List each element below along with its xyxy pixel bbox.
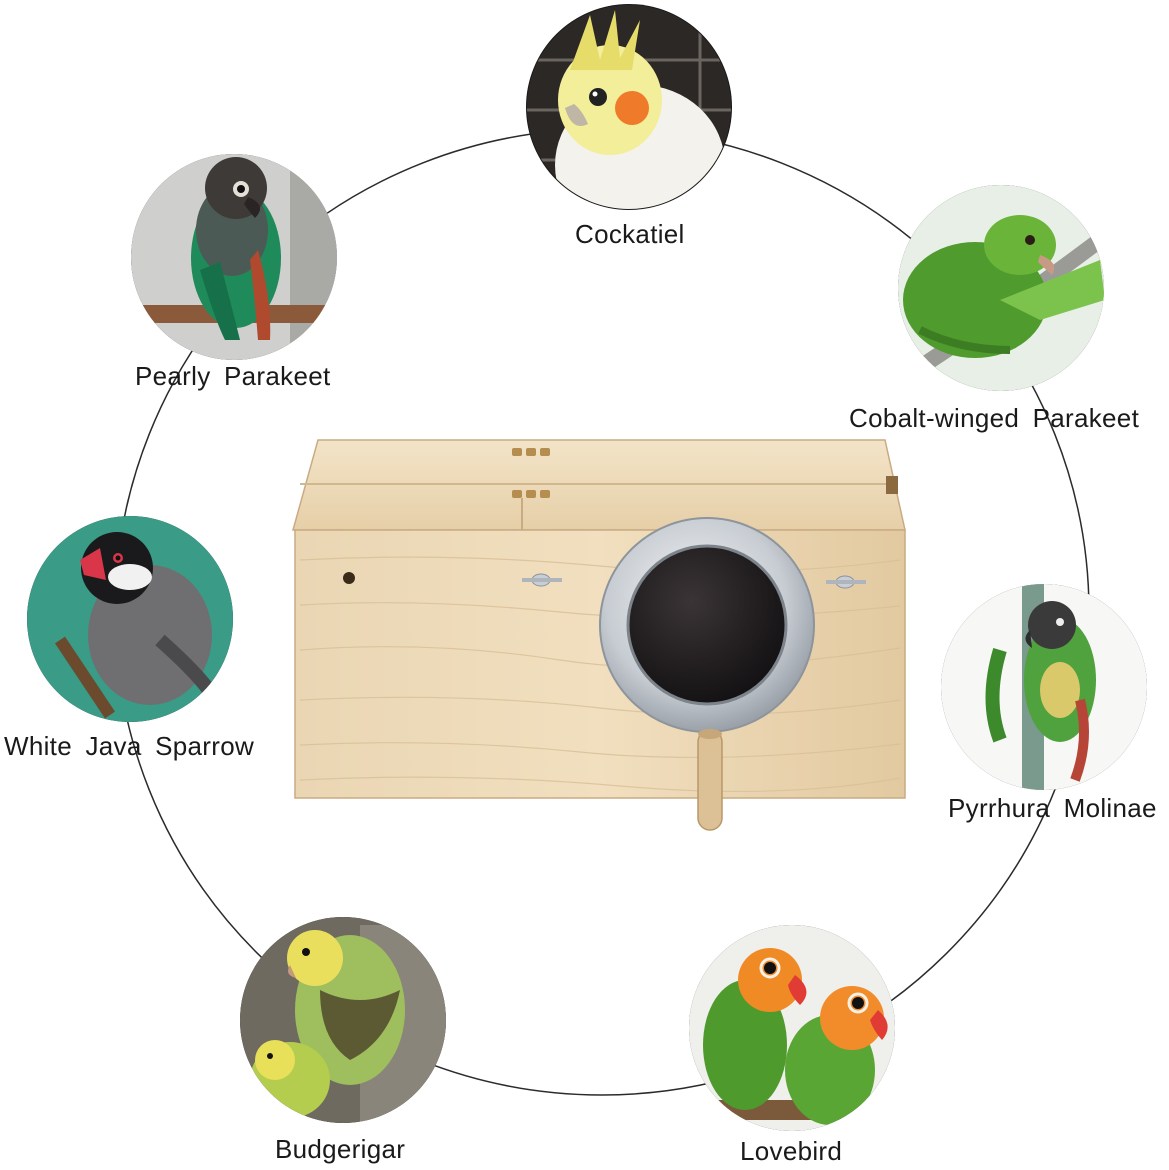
pyrrhura-molinae-photo [941,584,1147,790]
label-white-java-sparrow: White Java Sparrow [4,731,255,761]
cobalt-winged-parakeet-photo [898,185,1104,391]
label-cockatiel: Cockatiel [575,219,685,249]
wooden-nest-box [292,439,906,831]
label-cobalt-winged-parakeet: Cobalt-winged Parakeet [849,403,1140,433]
budgerigar-photo [240,917,446,1123]
label-budgerigar: Budgerigar [275,1134,406,1164]
screw-right [826,575,866,589]
lovebird-photo [689,925,895,1131]
white-java-sparrow-photo [27,516,233,722]
label-lovebird: Lovebird [740,1136,843,1166]
pearly-parakeet-photo [131,154,337,360]
label-pearly-parakeet: Pearly Parakeet [135,361,331,391]
screw-left [522,573,562,587]
label-pyrrhura-molinae: Pyrrhura Molinae [948,793,1157,823]
cockatiel-photo [526,4,732,210]
